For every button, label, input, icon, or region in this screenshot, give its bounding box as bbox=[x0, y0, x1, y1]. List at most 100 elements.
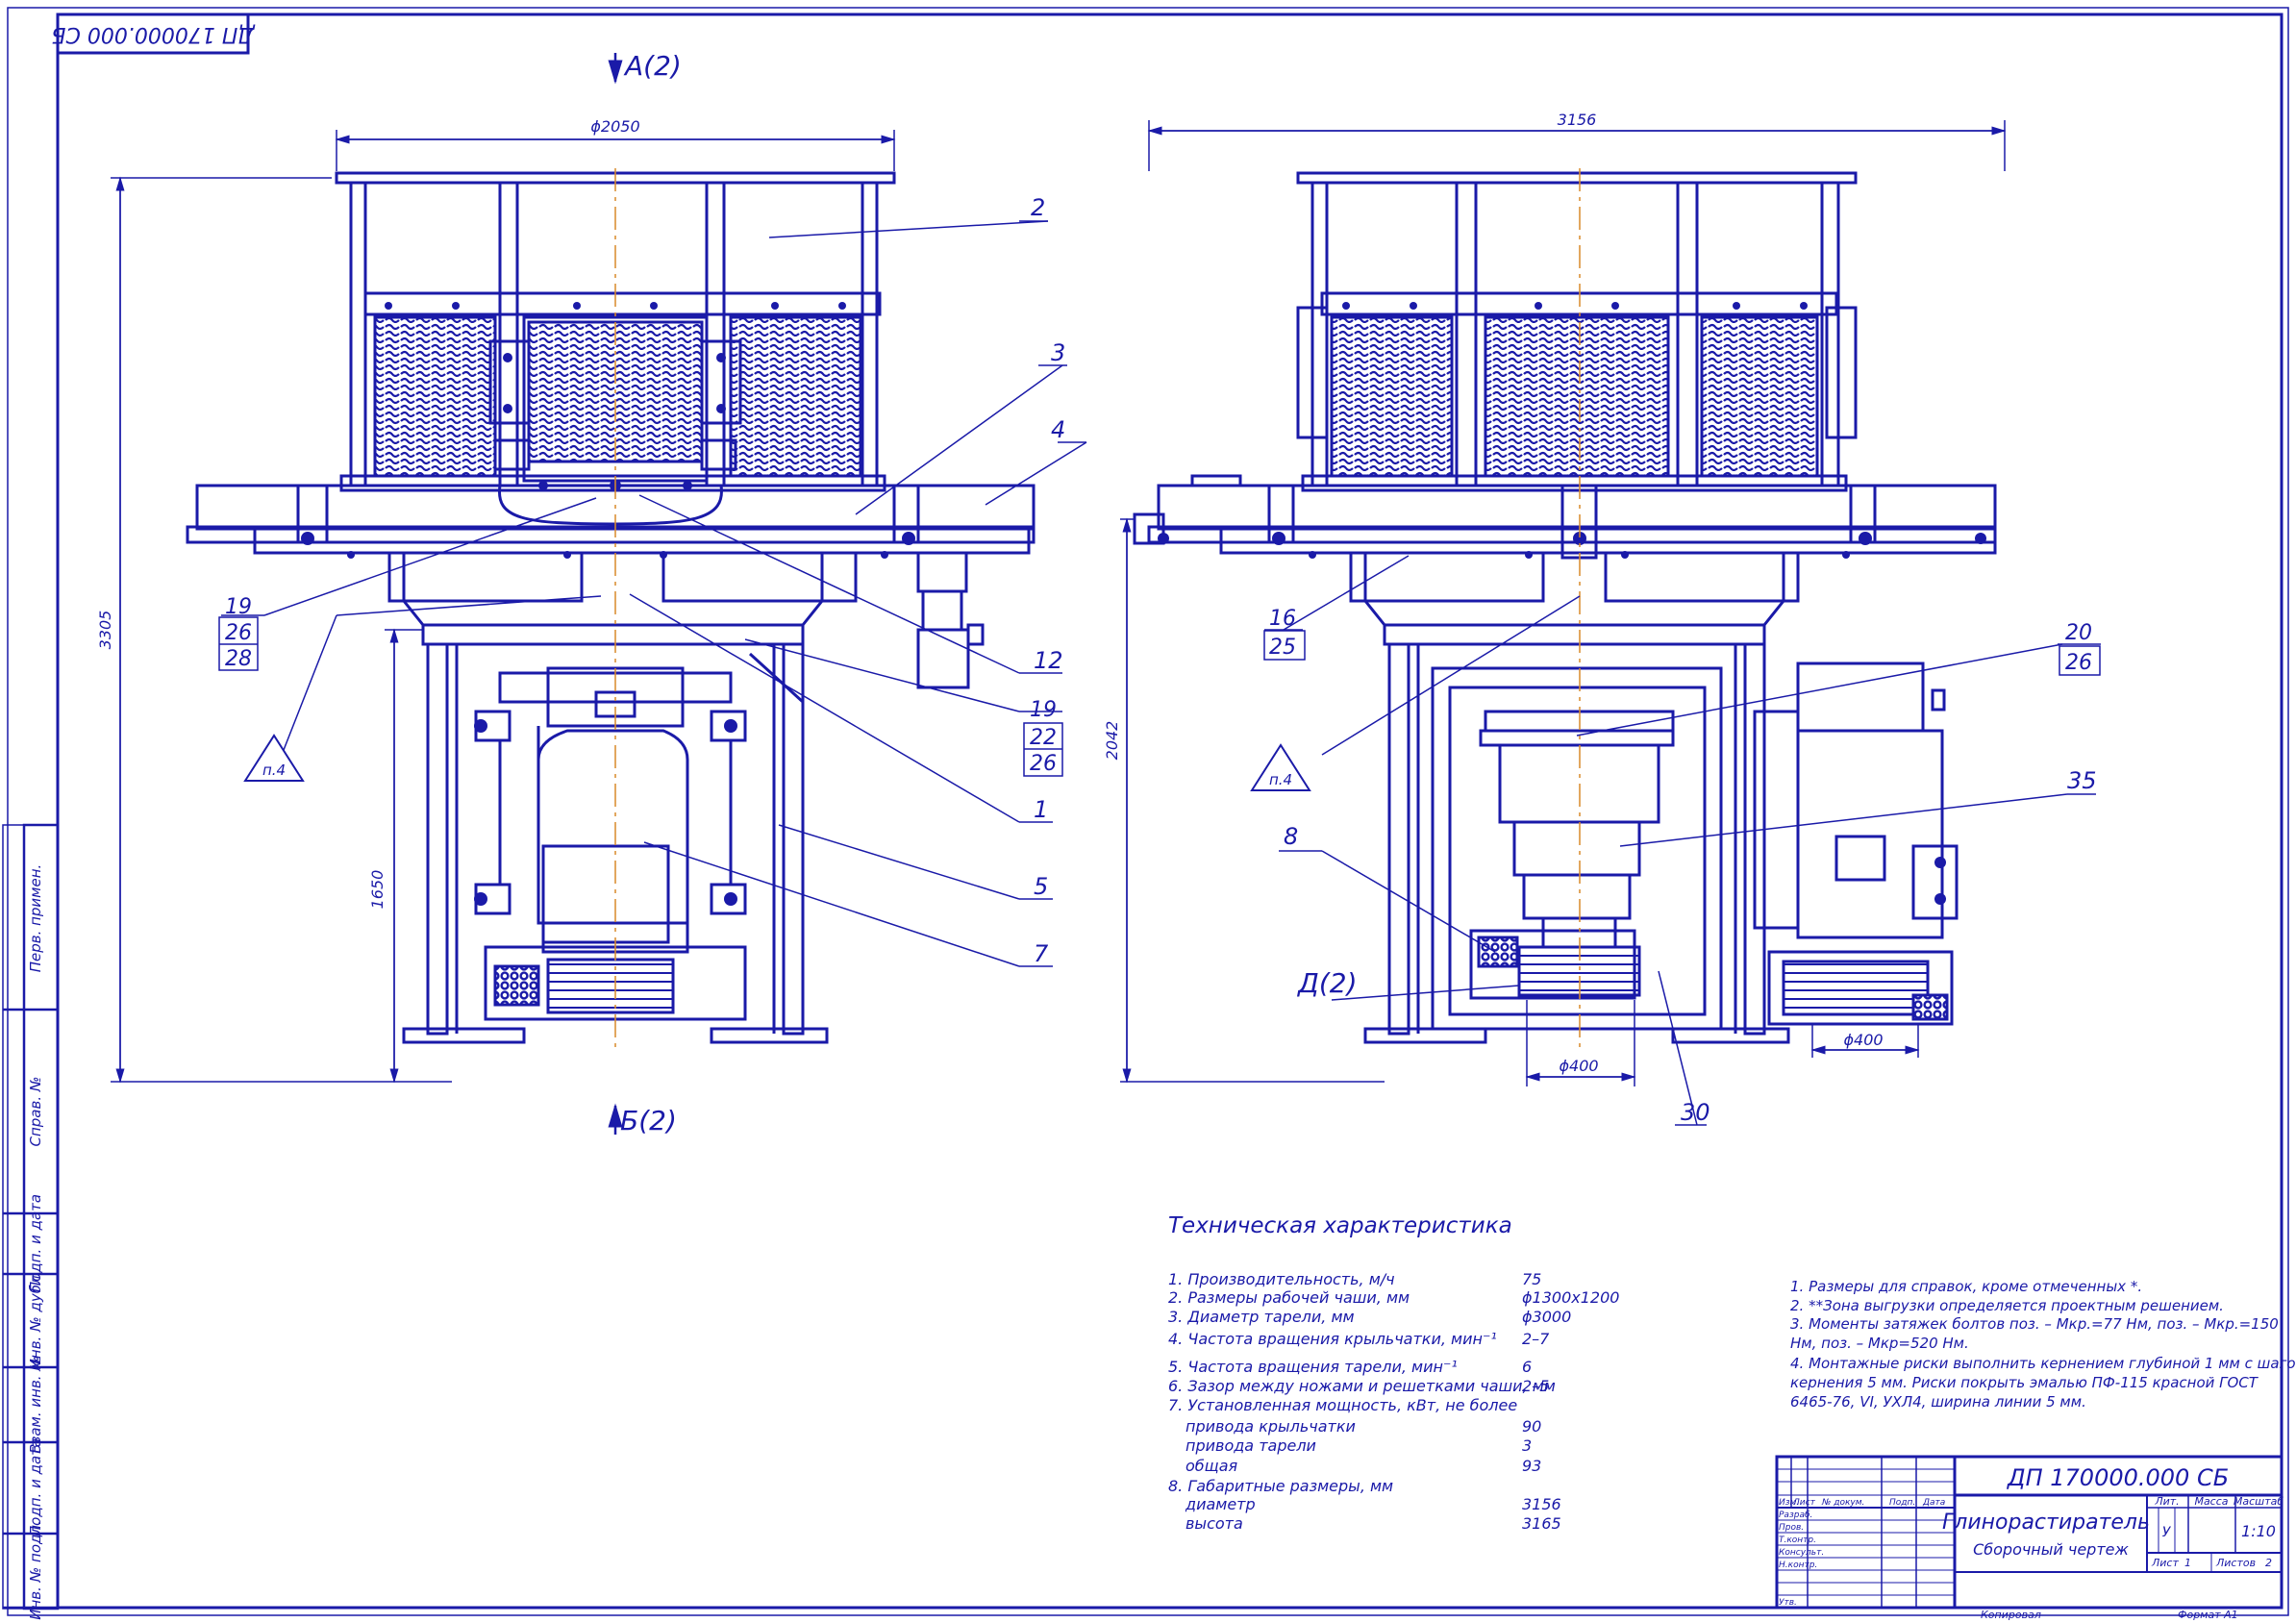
svg-text:Т.контр.: Т.контр. bbox=[1779, 1536, 1816, 1545]
svg-text:8: 8 bbox=[1284, 823, 1298, 850]
tech-row-value: 3 bbox=[1522, 1436, 1533, 1455]
tech-row-label: привода крыльчатки bbox=[1185, 1417, 1356, 1436]
svg-text:1:10: 1:10 bbox=[2241, 1522, 2276, 1540]
side-strip-labels: Перв. примен. Справ. № Подп. и дата Инв.… bbox=[27, 864, 44, 1620]
tech-row-value: 6 bbox=[1522, 1358, 1533, 1376]
tech-row-label: высота bbox=[1185, 1514, 1243, 1533]
svg-text:26: 26 bbox=[2065, 651, 2092, 675]
svg-text:26: 26 bbox=[225, 621, 252, 645]
svg-text:Формат А1: Формат А1 bbox=[2178, 1609, 2238, 1621]
right-callout-numbers: 8 35 30 bbox=[1284, 767, 2097, 1126]
svg-text:35: 35 bbox=[2067, 767, 2097, 794]
tech-row-label: 7. Установленная мощность, кВт, не более bbox=[1168, 1396, 1518, 1414]
tech-row-value: 2–7 bbox=[1522, 1330, 1550, 1348]
note-line: Нм, поз. – Мкр=520 Нм. bbox=[1790, 1335, 1969, 1352]
svg-text:Изм.: Изм. bbox=[1779, 1498, 1799, 1508]
svg-text:п.4: п.4 bbox=[1269, 771, 1292, 788]
svg-text:Справ. №: Справ. № bbox=[27, 1077, 44, 1147]
svg-text:12: 12 bbox=[1034, 647, 1063, 674]
note-line: 1. Размеры для справок, кроме отмеченных… bbox=[1790, 1278, 2143, 1295]
tech-row-value: 93 bbox=[1522, 1457, 1542, 1475]
svg-text:Консульт.: Консульт. bbox=[1779, 1548, 1824, 1558]
svg-text:2: 2 bbox=[2265, 1557, 2272, 1569]
svg-text:1: 1 bbox=[1034, 796, 1048, 823]
note-line: 6465-76, VI, УХЛ4, ширина линии 5 мм. bbox=[1790, 1393, 2086, 1411]
svg-text:30: 30 bbox=[1681, 1099, 1710, 1126]
right-view-bolts bbox=[1158, 302, 1986, 905]
drawing-code: ДП 170000.000 СБ bbox=[2007, 1464, 2229, 1491]
svg-text:Подп. и дата: Подп. и дата bbox=[27, 1438, 44, 1536]
tech-row-label: общая bbox=[1185, 1457, 1238, 1475]
svg-text:Утв.: Утв. bbox=[1779, 1598, 1797, 1608]
drawing-subtitle: Сборочный чертеж bbox=[1973, 1540, 2129, 1559]
tech-row-value: 2–5 bbox=[1522, 1377, 1550, 1395]
svg-text:№ докум.: № докум. bbox=[1821, 1498, 1864, 1508]
note-line: 2. **Зона выгрузки определяется проектны… bbox=[1790, 1297, 2224, 1314]
left-view-bolts bbox=[301, 302, 915, 906]
right-callout-group-2: 20 26 bbox=[2059, 621, 2101, 676]
svg-text:Пров.: Пров. bbox=[1779, 1523, 1804, 1533]
tech-row-value: 90 bbox=[1522, 1417, 1542, 1436]
svg-text:Копировал: Копировал bbox=[1981, 1609, 2041, 1621]
svg-text:Масштаб: Масштаб bbox=[2234, 1495, 2284, 1508]
footer: Копировал Формат А1 bbox=[1981, 1609, 2238, 1621]
svg-text:Масса: Масса bbox=[2194, 1495, 2228, 1508]
svg-text:Дата: Дата bbox=[1922, 1498, 1945, 1508]
svg-text:1: 1 bbox=[2184, 1557, 2191, 1569]
right-width-dim: 3156 bbox=[1558, 111, 1597, 129]
section-a-label: А(2) bbox=[623, 50, 682, 82]
svg-text:Лист: Лист bbox=[1792, 1498, 1816, 1508]
tech-row-value: ϕ3000 bbox=[1522, 1308, 1572, 1326]
tech-row-label: 8. Габаритные размеры, мм bbox=[1168, 1477, 1394, 1495]
svg-text:Взам. инв. №: Взам. инв. № bbox=[27, 1356, 44, 1454]
note-line: 3. Моменты затяжек болтов поз. – Мкр.=77… bbox=[1790, 1315, 2279, 1333]
drawing-name: Глинорастиратель bbox=[1942, 1511, 2150, 1535]
svg-text:Инв. № дубл.: Инв. № дубл. bbox=[27, 1271, 44, 1370]
tech-row-label: 1. Производительность, м/ч bbox=[1168, 1270, 1395, 1288]
tech-row-label: 4. Частота вращения крыльчатки, мин⁻¹ bbox=[1168, 1330, 1497, 1348]
tech-row-label: 6. Зазор между ножами и решетками чаши, … bbox=[1168, 1377, 1556, 1395]
tech-row-label: привода тарели bbox=[1185, 1436, 1316, 1455]
right-leaders bbox=[1264, 555, 2101, 1126]
right-callout-group-1: 16 25 bbox=[1263, 607, 1306, 661]
tech-row-value: 3165 bbox=[1522, 1514, 1561, 1533]
svg-text:Подп.: Подп. bbox=[1889, 1498, 1915, 1508]
section-d-label: Д(2) bbox=[1296, 967, 1358, 999]
svg-text:Лит.: Лит. bbox=[2154, 1495, 2179, 1508]
tech-row-value: ϕ1300х1200 bbox=[1522, 1288, 1620, 1307]
left-dimensions bbox=[111, 130, 896, 1084]
tech-row-label: 3. Диаметр тарели, мм bbox=[1168, 1308, 1355, 1326]
svg-text:7: 7 bbox=[1034, 940, 1049, 967]
tech-row-label: диаметр bbox=[1185, 1495, 1256, 1513]
right-note-triangle: п.4 bbox=[1250, 743, 1311, 791]
right-view bbox=[1133, 171, 1997, 1044]
svg-text:16: 16 bbox=[1269, 607, 1296, 631]
svg-text:3: 3 bbox=[1051, 339, 1065, 366]
svg-text:Листов: Листов bbox=[2215, 1557, 2256, 1569]
svg-text:У: У bbox=[2162, 1525, 2172, 1540]
svg-text:25: 25 bbox=[1269, 636, 1296, 660]
left-callout-numbers: 2 3 4 12 1 5 7 bbox=[1031, 194, 1065, 967]
tech-title: Техническая характеристика bbox=[1168, 1213, 1512, 1238]
tech-row-value: 75 bbox=[1522, 1270, 1542, 1288]
right-pulley-2-dim: ϕ400 bbox=[1843, 1031, 1883, 1049]
left-leaders bbox=[221, 220, 1087, 967]
svg-text:п.4: п.4 bbox=[262, 762, 286, 779]
svg-text:19: 19 bbox=[225, 595, 252, 619]
svg-text:Инв. № подл.: Инв. № подл. bbox=[27, 1520, 44, 1619]
left-callout-group-1: 19 26 28 bbox=[218, 595, 259, 671]
tech-row-label: 2. Размеры рабочей чаши, мм bbox=[1168, 1288, 1410, 1307]
left-note-triangle: п.4 bbox=[243, 734, 305, 782]
right-height-dim: 2042 bbox=[1103, 721, 1121, 761]
svg-text:22: 22 bbox=[1030, 726, 1057, 750]
title-block-lines bbox=[1775, 1455, 2284, 1610]
svg-text:Подп. и дата: Подп. и дата bbox=[27, 1194, 44, 1292]
right-dimensions bbox=[1120, 120, 2007, 1086]
sheet-frame bbox=[7, 7, 2289, 1616]
note-line: 4. Монтажные риски выполнить кернением г… bbox=[1790, 1355, 2296, 1372]
left-width-dim: ϕ2050 bbox=[590, 117, 639, 136]
svg-text:28: 28 bbox=[225, 647, 252, 671]
right-pulley-1-dim: ϕ400 bbox=[1559, 1057, 1598, 1075]
section-b-label: Б(2) bbox=[620, 1105, 677, 1136]
